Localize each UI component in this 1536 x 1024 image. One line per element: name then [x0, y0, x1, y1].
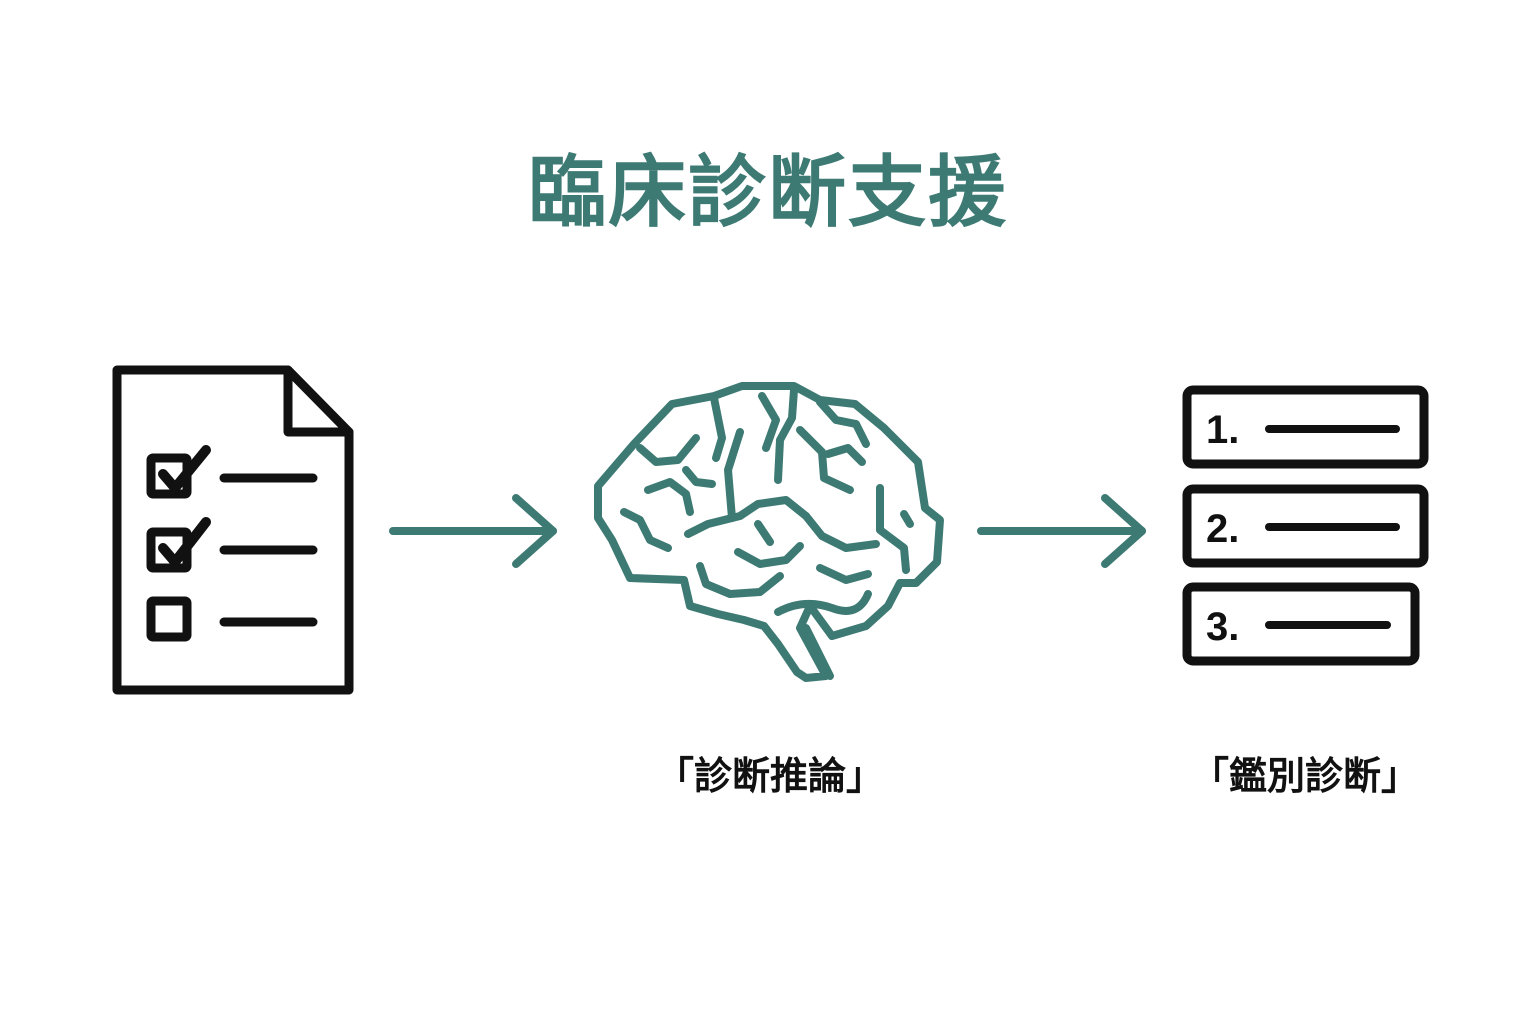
- brain-fold: [758, 392, 780, 452]
- brain-brainstem: [802, 624, 834, 680]
- brain-fold: [876, 484, 910, 574]
- checklist-item: [146, 445, 318, 499]
- ranked-list-icon: 1. 2. 3.: [1182, 385, 1429, 666]
- ranked-item-number: 3.: [1206, 605, 1239, 649]
- brain-fold: [636, 434, 700, 466]
- check-mark-icon: [158, 445, 211, 493]
- checklist-item: [146, 596, 318, 642]
- ranked-list-item: 1.: [1182, 385, 1429, 469]
- brain-fold: [724, 428, 744, 522]
- step-caption-differential-diagnosis: 「鑑別診断」: [1190, 754, 1419, 798]
- ranked-list-item: 3.: [1182, 582, 1420, 666]
- brain-fold: [734, 542, 804, 568]
- checkbox-unchecked: [146, 596, 192, 642]
- diagram-title: 臨床診断支援: [527, 148, 1008, 238]
- brain-fold: [824, 444, 866, 466]
- document-folded-corner: [283, 365, 354, 437]
- brain-fold: [644, 478, 694, 516]
- brain-fold: [754, 520, 774, 546]
- brain-fold: [774, 386, 798, 484]
- brain-fold: [620, 508, 672, 552]
- ranked-item-number: 2.: [1206, 507, 1239, 551]
- brain-icon: [594, 382, 944, 682]
- brain-fold: [900, 510, 914, 528]
- brain-fold: [796, 426, 854, 494]
- checklist-document-icon: [112, 365, 354, 695]
- brain-fold: [710, 394, 726, 462]
- step-caption-diagnostic-reasoning: 「診断推論」: [655, 754, 884, 798]
- document-outline: [112, 365, 354, 695]
- brain-fold: [696, 562, 784, 598]
- arrow-right-icon: [977, 494, 1146, 568]
- checklist-item: [146, 517, 318, 573]
- ranked-list-item: 2.: [1182, 484, 1429, 568]
- brain-fold: [802, 512, 880, 552]
- brain-fold: [684, 496, 810, 538]
- brain-fold: [682, 466, 716, 488]
- ranked-item-number: 1.: [1206, 408, 1239, 452]
- check-mark-icon: [158, 517, 211, 567]
- brain-fold: [816, 564, 872, 584]
- brain-cerebellum: [774, 590, 872, 616]
- arrow-right-icon: [389, 494, 557, 568]
- brain-fold: [816, 398, 870, 448]
